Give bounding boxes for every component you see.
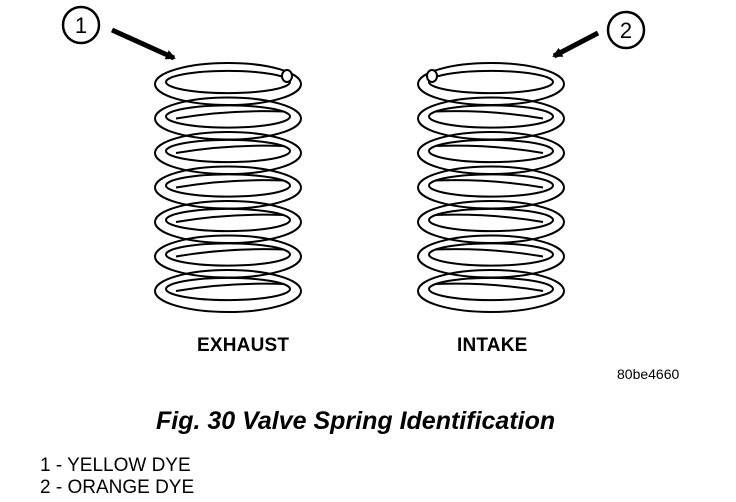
spring-coil-inner — [428, 173, 554, 198]
spring-coil-inner — [165, 173, 291, 198]
spring-coil — [417, 269, 565, 313]
spring-coil — [417, 62, 565, 106]
spring-back-wire — [175, 282, 285, 292]
spring-back-wire — [434, 110, 544, 120]
spring-wire-end — [426, 69, 438, 83]
spring-back-wire — [175, 248, 285, 258]
spring-coil-inner — [428, 276, 554, 302]
spring-coil-inner — [165, 104, 291, 129]
spring-coil-inner — [428, 104, 554, 129]
spring-back-wire — [175, 213, 285, 223]
spring-coil-inner — [165, 207, 291, 233]
exhaust-label: EXHAUST — [197, 335, 290, 356]
spring-coil-inner — [428, 207, 554, 233]
callout-2-number: 2 — [620, 18, 632, 43]
legend-item-1: 1 - YELLOW DYE — [40, 455, 191, 476]
intake-spring — [417, 62, 565, 313]
callout-2-circle — [606, 10, 646, 50]
spring-back-wire — [434, 282, 544, 292]
figure-caption: Fig. 30 Valve Spring Identification — [156, 407, 556, 435]
spring-coil-inner — [165, 138, 291, 164]
spring-coil-inner — [428, 69, 554, 95]
spring-back-wire — [175, 110, 285, 120]
legend-item-2: 2 - ORANGE DYE — [40, 477, 195, 498]
spring-coil-inner — [165, 276, 291, 302]
legend: 1 - YELLOW DYE 2 - ORANGE DYE — [40, 455, 194, 499]
exhaust-spring — [154, 62, 302, 313]
spring-wire-end — [281, 69, 293, 83]
spring-back-wire — [175, 179, 285, 189]
spring-back-wire — [434, 144, 544, 154]
spring-coil-inner — [165, 242, 291, 267]
spring-coil-inner — [428, 138, 554, 164]
spring-coil — [154, 269, 302, 313]
callout-2: 2 — [552, 10, 646, 59]
spring-back-wire — [434, 248, 544, 258]
spring-back-wire — [175, 144, 285, 154]
spring-coil-inner — [428, 242, 554, 267]
callout-1: 1 — [61, 5, 176, 61]
spring-back-wire — [434, 213, 544, 223]
callout-1-arrow — [110, 27, 176, 61]
callout-2-arrow — [552, 30, 600, 59]
spring-coil-inner — [165, 69, 291, 95]
intake-label: INTAKE — [457, 335, 528, 356]
spring-coil — [154, 62, 302, 106]
callout-1-circle — [61, 5, 101, 45]
callout-1-number: 1 — [75, 13, 87, 38]
figure-id: 80be4660 — [617, 366, 680, 382]
spring-back-wire — [434, 179, 544, 189]
